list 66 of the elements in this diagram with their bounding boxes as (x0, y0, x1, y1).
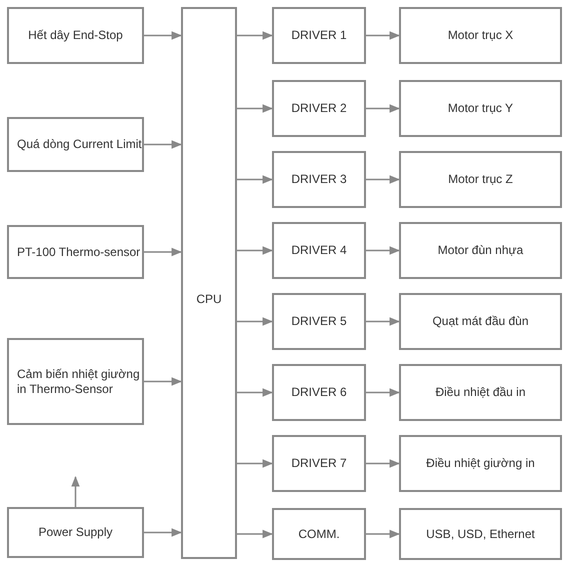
arrow (237, 104, 274, 113)
block-label: DRIVER 1 (291, 28, 347, 43)
block-box (399, 7, 562, 64)
arrow (237, 317, 274, 326)
block-label: Motor trục Y (448, 101, 514, 116)
arrow (71, 476, 80, 507)
block-label: Motor trục X (448, 28, 514, 43)
block-box (7, 7, 144, 64)
block-label: Hết dây End-Stop (28, 28, 123, 43)
block-box (399, 80, 562, 137)
block-label: PT-100 Thermo-sensor (17, 244, 140, 260)
block-box (272, 364, 366, 421)
block-box (7, 225, 144, 279)
arrow (366, 388, 400, 397)
block-label: CPU (196, 292, 222, 307)
arrow (144, 377, 182, 386)
block-box (272, 222, 366, 279)
block-box (272, 293, 366, 350)
block-label: DRIVER 3 (291, 172, 347, 187)
block-label: DRIVER 5 (291, 314, 347, 329)
block-box (7, 338, 144, 425)
block-label: COMM. (298, 526, 340, 542)
block-box (272, 7, 366, 64)
arrow (237, 31, 274, 40)
arrow (144, 248, 182, 256)
block-label: DRIVER 7 (291, 456, 347, 471)
block-label: Power Supply (38, 525, 113, 540)
arrow (366, 104, 400, 113)
block-label: Quạt mát đầu đùn (432, 314, 529, 329)
arrow (237, 388, 274, 397)
arrow (366, 459, 400, 468)
arrow (237, 175, 274, 184)
block-label: Điều nhiệt đầu in (435, 385, 526, 400)
block-box (399, 364, 562, 421)
arrow (366, 175, 400, 184)
arrow (366, 31, 400, 40)
arrow (366, 246, 400, 255)
block-label: Quá dòng Current Limit (17, 137, 142, 152)
arrow (144, 140, 182, 149)
block-label: Điều nhiệt giường in (426, 456, 535, 471)
cpu-box (181, 7, 237, 559)
arrow (237, 246, 274, 255)
arrow (144, 31, 182, 40)
block-box (399, 151, 562, 208)
block-label: USB, USD, Ethernet (426, 526, 535, 542)
block-box (399, 508, 562, 560)
block-label: Motor trục Z (448, 172, 513, 187)
block-box (272, 435, 366, 492)
block-label: DRIVER 6 (291, 385, 347, 400)
arrow (237, 530, 274, 538)
block-box (272, 508, 366, 560)
arrow (237, 459, 274, 468)
block-box (7, 507, 144, 558)
block-box (399, 435, 562, 492)
block-box (399, 293, 562, 350)
block-label: DRIVER 4 (291, 243, 347, 258)
block-box (399, 222, 562, 279)
block-box (7, 117, 144, 172)
arrow (366, 317, 400, 326)
block-label: Motor đùn nhựa (438, 243, 524, 258)
arrow (144, 528, 182, 537)
arrow (366, 530, 400, 538)
block-box (272, 80, 366, 137)
block-label: DRIVER 2 (291, 101, 347, 116)
block-label: Cảm biến nhiệt giường in Thermo-Sensor (17, 366, 141, 396)
block-box (272, 151, 366, 208)
